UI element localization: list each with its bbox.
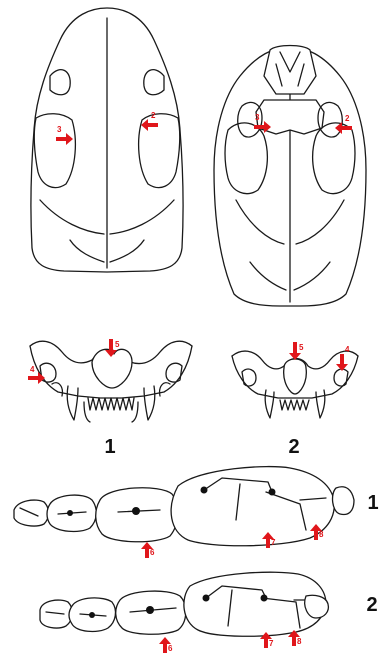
arrow-label-3: 3 bbox=[255, 113, 260, 122]
arrow-3-skull1: 3 bbox=[56, 125, 73, 145]
skull-1-frontal-view: 5 4 1 bbox=[28, 339, 192, 458]
arrow-6-toothrow2: 6 bbox=[159, 637, 173, 653]
arrow-2-skull1: 2 bbox=[141, 111, 158, 131]
arrow-label-2: 2 bbox=[151, 111, 156, 120]
arrow-label-6: 6 bbox=[168, 644, 173, 653]
arrow-label-6: 6 bbox=[150, 548, 155, 557]
arrow-label-4: 4 bbox=[345, 345, 350, 354]
arrow-6-toothrow1: 6 bbox=[141, 542, 155, 558]
panel-label-2: 2 bbox=[288, 436, 299, 458]
arrow-label-8: 8 bbox=[319, 530, 324, 539]
skull-1-dorsal-view: 3 2 bbox=[31, 8, 183, 272]
panel-label-1: 1 bbox=[367, 492, 378, 514]
arrow-label-3: 3 bbox=[57, 125, 62, 134]
arrow-label-7: 7 bbox=[271, 538, 276, 547]
arrow-5-frontal2: 5 bbox=[289, 342, 304, 360]
toothrow-2: 6 7 8 2 bbox=[40, 572, 378, 653]
arrow-label-4: 4 bbox=[30, 365, 35, 374]
arrow-4-frontal2: 4 bbox=[336, 345, 350, 371]
arrow-label-2: 2 bbox=[345, 114, 350, 123]
arrow-label-5: 5 bbox=[115, 340, 120, 349]
arrow-label-7: 7 bbox=[269, 639, 274, 648]
skull-2-ventral-view: 3 2 bbox=[214, 46, 366, 307]
skull-2-frontal-view: 5 4 2 bbox=[232, 342, 358, 458]
arrow-label-8: 8 bbox=[297, 637, 302, 646]
toothrow-1: 6 7 8 1 bbox=[14, 467, 379, 558]
panel-label-1: 1 bbox=[104, 436, 115, 458]
arrow-label-5: 5 bbox=[299, 343, 304, 352]
panel-label-2: 2 bbox=[366, 594, 377, 616]
